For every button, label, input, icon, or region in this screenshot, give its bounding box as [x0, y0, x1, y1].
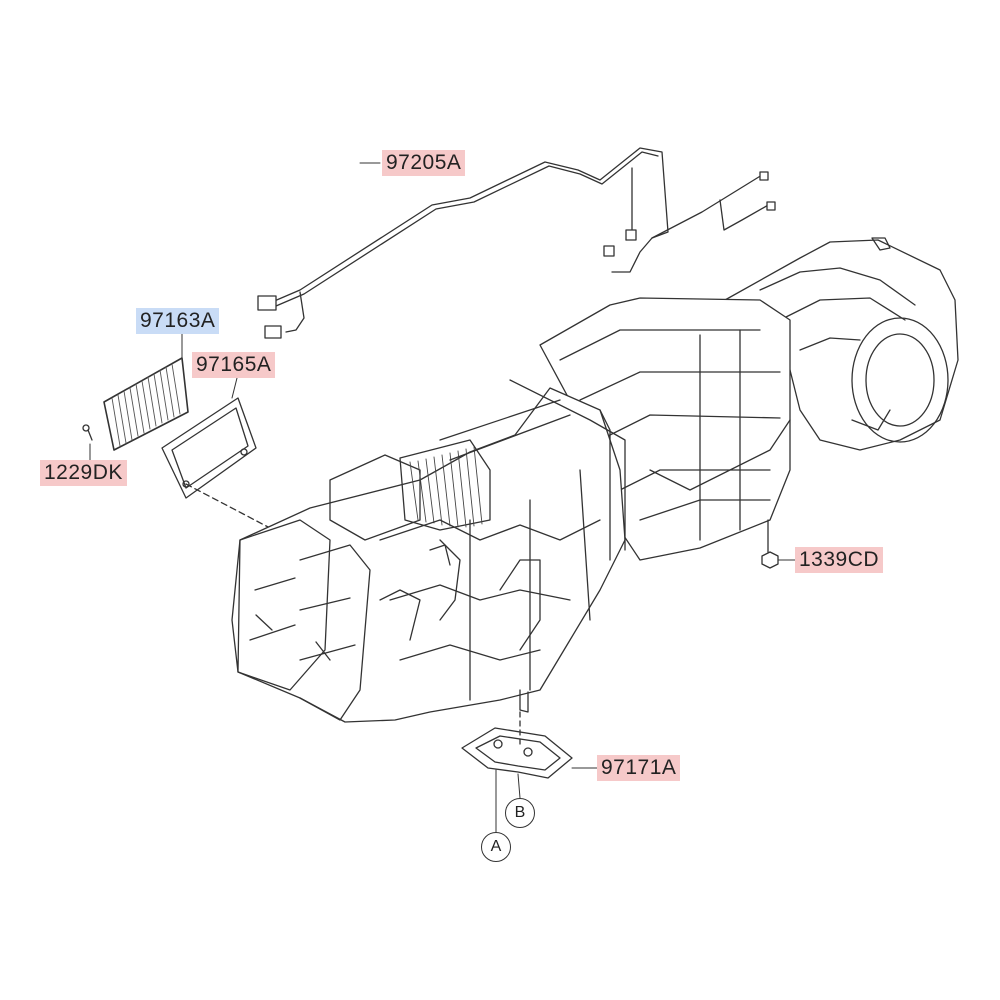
wiring-harness-drawing — [257, 147, 776, 339]
bracket-drawing — [461, 711, 573, 779]
cabin-filter-drawing — [103, 357, 189, 451]
part-label-wiring-harness[interactable]: 97205A — [382, 150, 466, 176]
part-label-screw[interactable]: 1229DK — [40, 460, 127, 486]
callout-b: B — [505, 798, 535, 828]
part-label-nut[interactable]: 1339CD — [795, 547, 884, 573]
part-label-filter-cover[interactable]: 97165A — [192, 352, 276, 378]
filter-cover-drawing — [161, 397, 271, 529]
part-label-bracket[interactable]: 97171A — [597, 755, 681, 781]
callout-a: A — [481, 832, 511, 862]
nut-drawing — [761, 519, 779, 569]
screw-drawing — [82, 424, 93, 441]
hvac-unit-drawing — [231, 237, 959, 723]
part-label-cabin-filter[interactable]: 97163A — [136, 308, 220, 334]
